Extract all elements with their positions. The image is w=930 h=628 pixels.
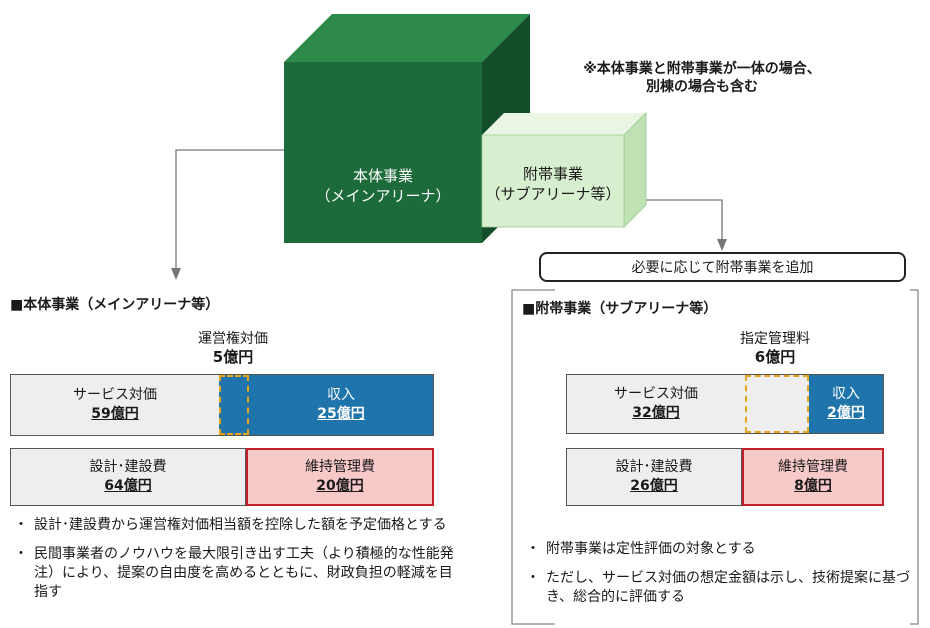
left-maint-label: 維持管理費: [305, 459, 375, 475]
sub-arena-cube: [481, 112, 647, 228]
note-line-2: 別棟の場合も含む: [646, 79, 758, 95]
left-maint-value: 20億円: [316, 478, 364, 494]
add-ancillary-box: 必要に応じて附帯事業を追加: [539, 252, 906, 282]
right-connector-line: [644, 199, 723, 243]
left-bullet-2: 民間事業者のノウハウを最大限引き出す工夫（より積極的な性能発注）により、提案の自…: [14, 545, 454, 602]
combined-note: ※本体事業と附帯事業が一体の場合、 別棟の場合も含む: [552, 60, 852, 96]
right-bullet-2: ただし、サービス対価の想定金額は示し、技術提案に基づき、総合的に評価する: [526, 569, 916, 607]
left-service-cell: サービス対価 59億円: [11, 375, 219, 435]
right-arrowhead: [717, 239, 727, 251]
right-bullet-1: 附帯事業は定性評価の対象とする: [526, 540, 916, 559]
main-arena-subtitle: （メインアリーナ）: [315, 187, 451, 205]
right-section-heading: ■附帯事業（サブアリーナ等）: [522, 301, 718, 317]
left-design-value: 64億円: [104, 478, 152, 494]
sub-arena-title: 附帯事業: [522, 165, 583, 183]
right-fee-gap: [745, 375, 809, 433]
left-bullet-1: 設計･建設費から運営権対価相当額を控除した額を予定価格とする: [14, 516, 454, 535]
left-service-value: 59億円: [91, 406, 139, 422]
sub-arena-label: 附帯事業 （サブアリーナ等）: [482, 164, 624, 204]
right-maint-cell: 維持管理費 8億円: [742, 448, 884, 506]
left-bullet-list: 設計･建設費から運営権対価相当額を控除した額を予定価格とする 民間事業者のノウハ…: [14, 516, 454, 612]
left-fee-gap: [219, 375, 249, 435]
left-arrowhead: [171, 268, 181, 280]
right-service-value: 32億円: [632, 405, 680, 421]
left-design-cell: 設計･建設費 64億円: [10, 448, 246, 506]
right-design-label: 設計･建設費: [615, 459, 693, 475]
right-design-value: 26億円: [630, 478, 678, 494]
sub-arena-subtitle: （サブアリーナ等）: [485, 185, 621, 203]
left-service-label: サービス対価: [73, 387, 157, 403]
right-income-cell: 収入 2億円: [809, 375, 883, 433]
left-income-value: 25億円: [317, 406, 365, 422]
left-design-label: 設計･建設費: [89, 459, 167, 475]
left-cost-bar: 設計･建設費 64億円 維持管理費 20億円: [10, 448, 434, 506]
left-section-heading: ■本体事業（メインアリーナ等）: [10, 297, 220, 313]
right-service-label: サービス対価: [614, 386, 698, 402]
right-design-cell: 設計･建設費 26億円: [566, 448, 742, 506]
right-maint-value: 8億円: [794, 478, 832, 494]
right-maint-label: 維持管理費: [778, 459, 848, 475]
right-bullet-list: 附帯事業は定性評価の対象とする ただし、サービス対価の想定金額は示し、技術提案に…: [526, 540, 916, 617]
left-connector-line: [175, 149, 284, 272]
right-section-bracket: [511, 289, 555, 625]
right-revenue-bar: サービス対価 32億円 収入 2億円: [566, 374, 884, 434]
left-revenue-bar: サービス対価 59億円 収入 25億円: [10, 374, 434, 436]
left-fee-label: 運営権対価: [198, 331, 268, 347]
right-cost-bar: 設計･建設費 26億円 維持管理費 8億円: [566, 448, 884, 506]
main-arena-label: 本体事業 （メインアリーナ）: [284, 166, 482, 206]
left-income-cell: 収入 25億円: [249, 375, 433, 435]
right-section-bracket-end: [910, 289, 919, 625]
right-fee-caption: 指定管理料 6億円: [730, 330, 820, 366]
right-fee-label: 指定管理料: [740, 331, 810, 347]
right-fee-value: 6億円: [754, 348, 796, 366]
left-income-label: 収入: [327, 387, 355, 403]
right-income-value: 2億円: [827, 405, 865, 421]
note-line-1: ※本体事業と附帯事業が一体の場合、: [583, 61, 821, 77]
left-fee-value: 5億円: [212, 348, 254, 366]
right-income-label: 収入: [832, 386, 860, 402]
left-maint-cell: 維持管理費 20億円: [246, 448, 434, 506]
left-fee-caption: 運営権対価 5億円: [188, 330, 278, 366]
right-service-cell: サービス対価 32億円: [567, 375, 745, 433]
main-arena-title: 本体事業: [352, 167, 413, 185]
